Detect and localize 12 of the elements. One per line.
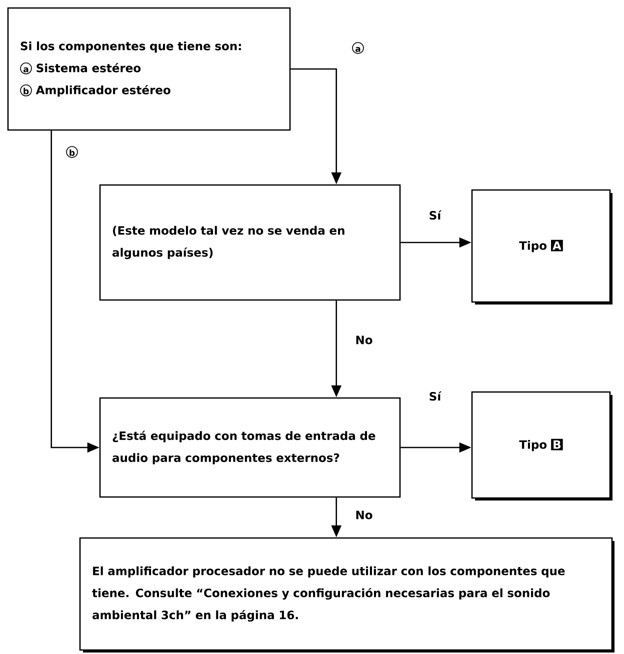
result-box: Tipo A <box>471 189 612 304</box>
legend-box: Si los componentes que tiene son: a Sistema estéreo b Amplificador estéreo <box>7 7 291 131</box>
edge-label: Sí <box>428 209 442 221</box>
message-box: El amplificador procesador no se puede utilizar con los componentes que tiene. Consulte “Conexiones y configuración necesarias para el sonido ambiental 3ch” en la página 16. <box>79 537 614 652</box>
edge-label: No <box>354 334 374 346</box>
edge-label: b <box>65 145 79 159</box>
decision-box: ¿Está equipado con tomas de entrada de audio para componentes externos? <box>99 397 401 498</box>
result-box: Tipo B <box>471 391 612 500</box>
edge-label: No <box>354 510 374 520</box>
edge-label: Sí <box>428 390 442 402</box>
edge-label: a <box>351 41 365 55</box>
decision-box: (Este modelo tal vez no se venda en algunos países) <box>99 184 401 301</box>
